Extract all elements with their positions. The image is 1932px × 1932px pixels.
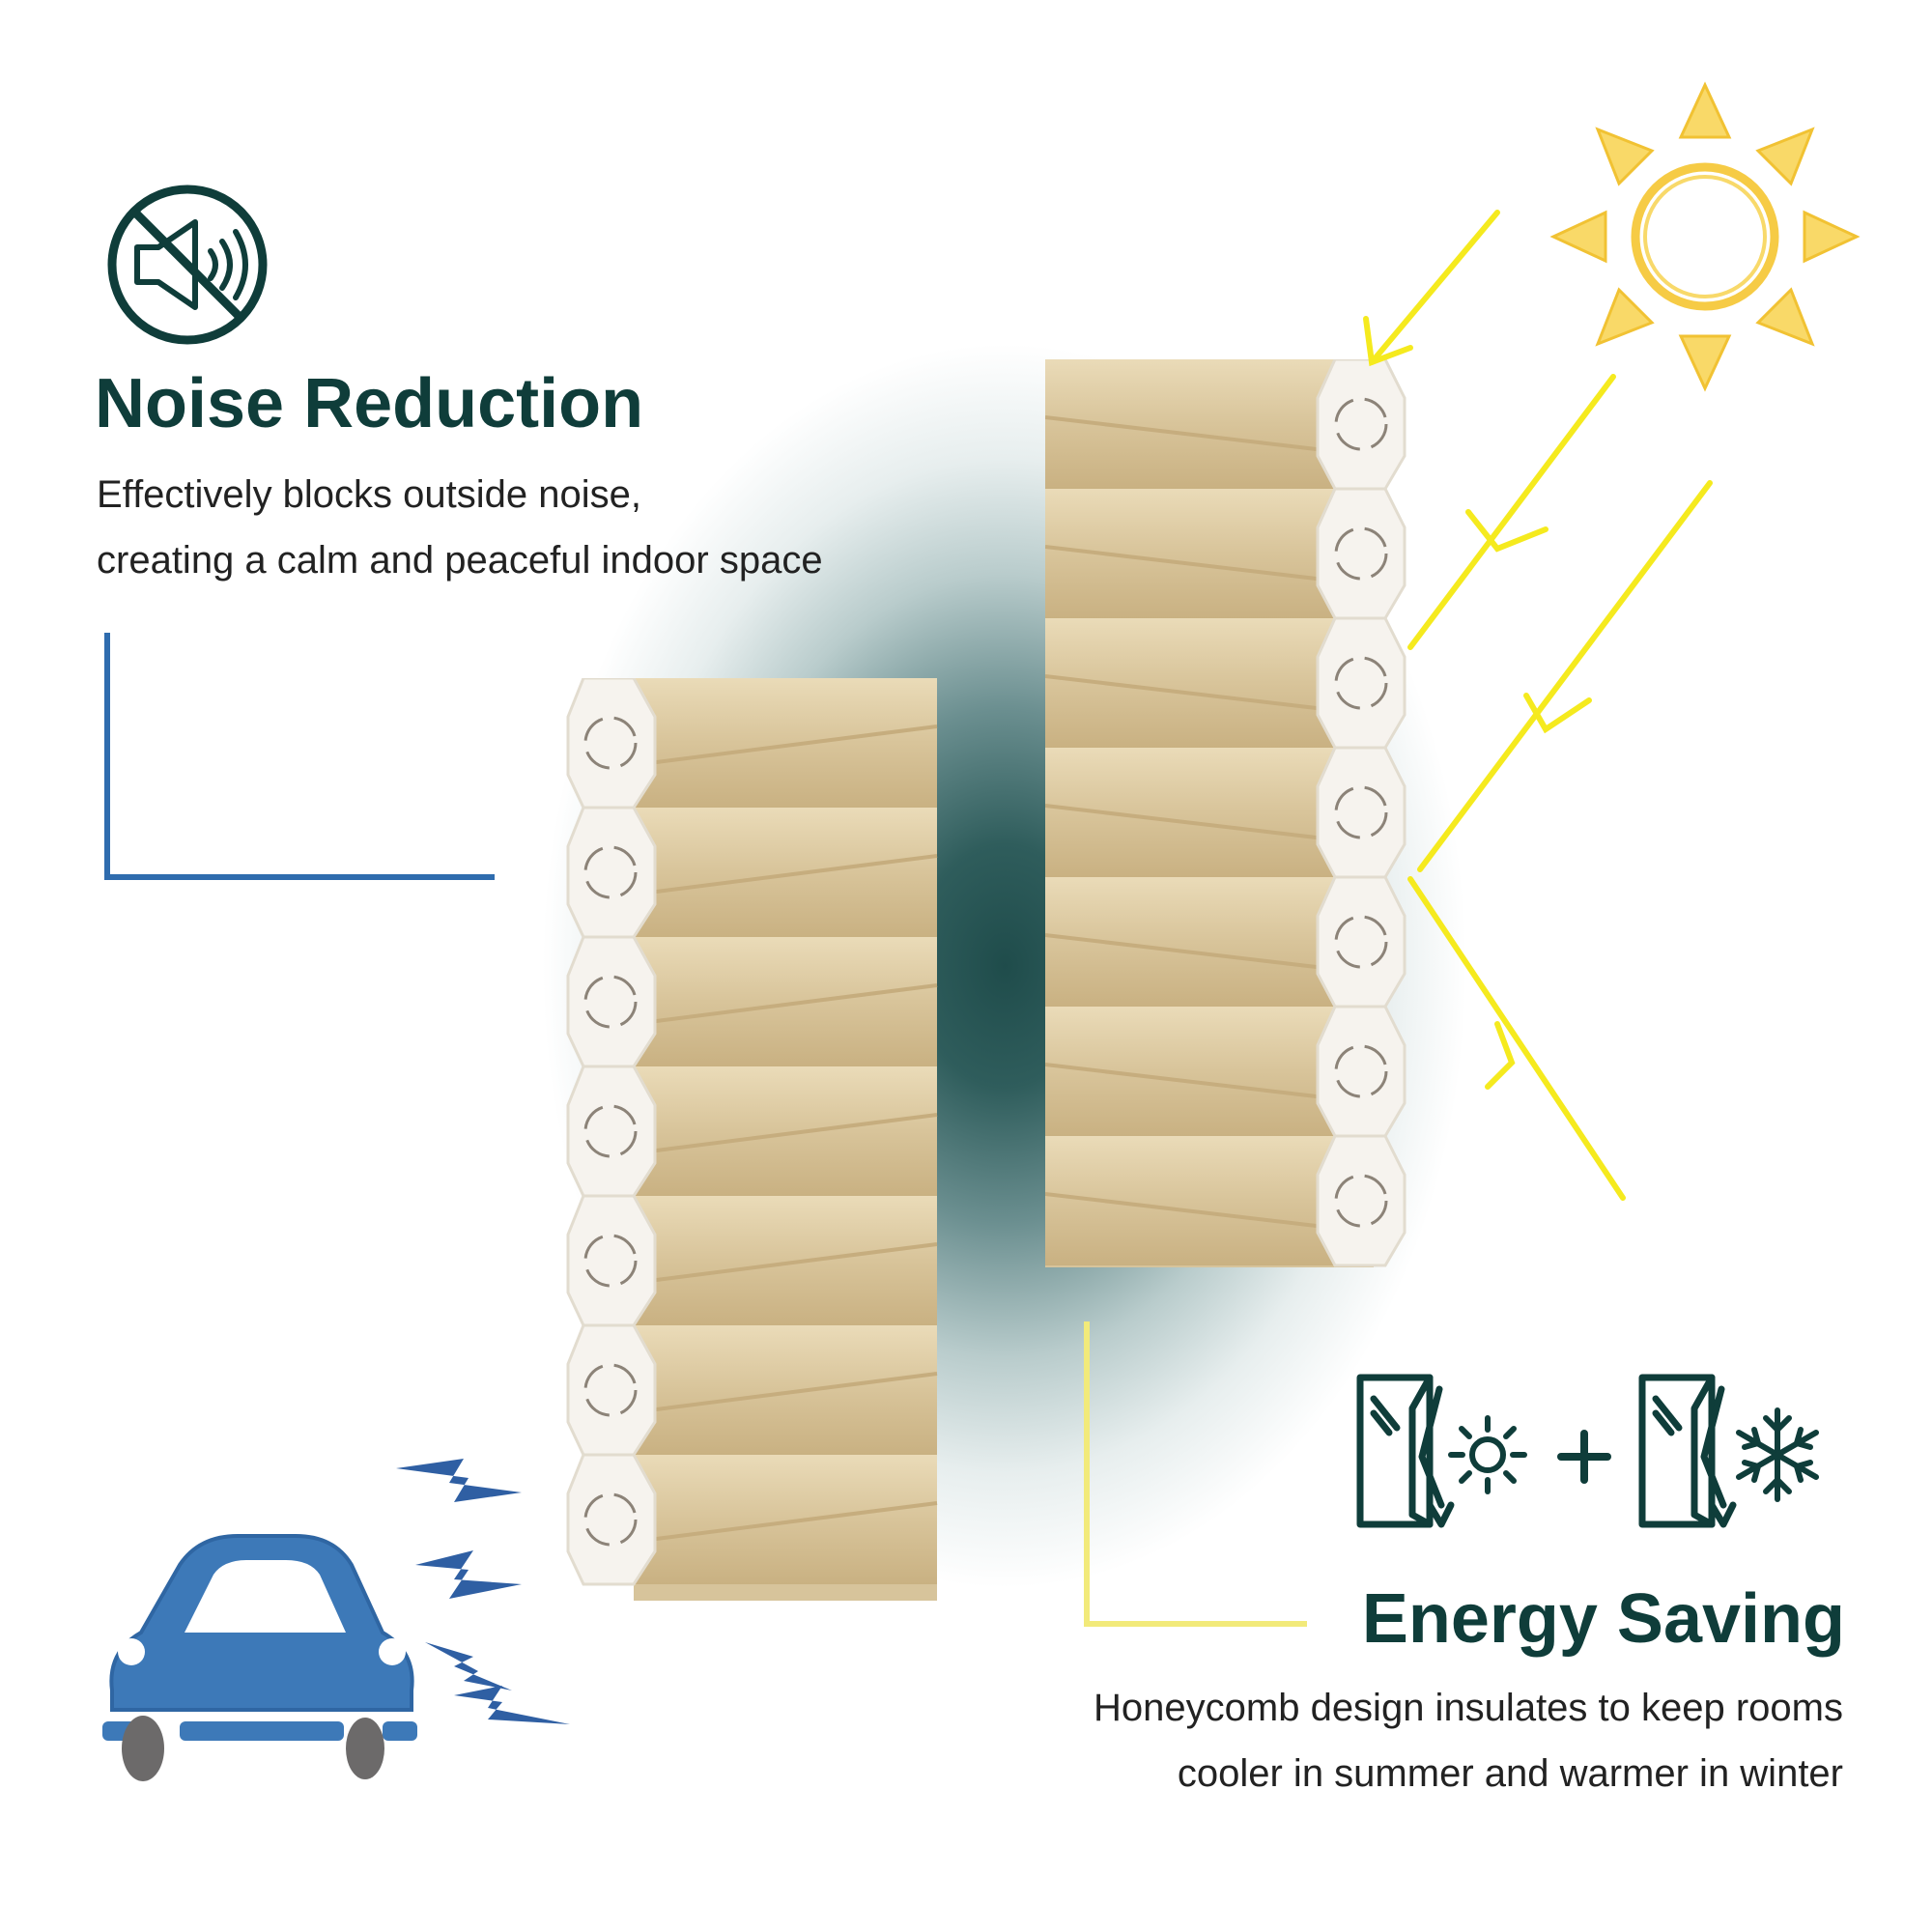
- yellow-corner-line: [1084, 1321, 1307, 1627]
- blue-corner-line: [104, 633, 495, 880]
- car-icon: [102, 1534, 417, 1781]
- noise-reduction-description: Effectively blocks outside noise, creati…: [97, 462, 823, 593]
- energy-desc-line-1: Honeycomb design insulates to keep rooms: [1094, 1687, 1843, 1729]
- noise-desc-line-1: Effectively blocks outside noise,: [97, 473, 642, 516]
- energy-saving-title: Energy Saving: [1361, 1580, 1845, 1658]
- plus-icon: [1557, 1430, 1611, 1484]
- door-sun-icon: [1356, 1374, 1527, 1528]
- sunlight-arrows: [1363, 210, 1713, 1201]
- noise-waves: [396, 1459, 570, 1724]
- noise-desc-line-2: creating a calm and peaceful indoor spac…: [97, 539, 823, 582]
- door-snowflake-icon: [1638, 1374, 1819, 1528]
- honeycomb-shade-left: [566, 678, 938, 1601]
- energy-desc-line-2: cooler in summer and warmer in winter: [1177, 1752, 1843, 1795]
- honeycomb-shade-right: [1045, 359, 1406, 1267]
- sun-icon: [1549, 81, 1861, 392]
- mute-speaker-icon: [107, 185, 268, 345]
- energy-saving-description: Honeycomb design insulates to keep rooms…: [1094, 1675, 1843, 1806]
- noise-reduction-title: Noise Reduction: [95, 365, 644, 442]
